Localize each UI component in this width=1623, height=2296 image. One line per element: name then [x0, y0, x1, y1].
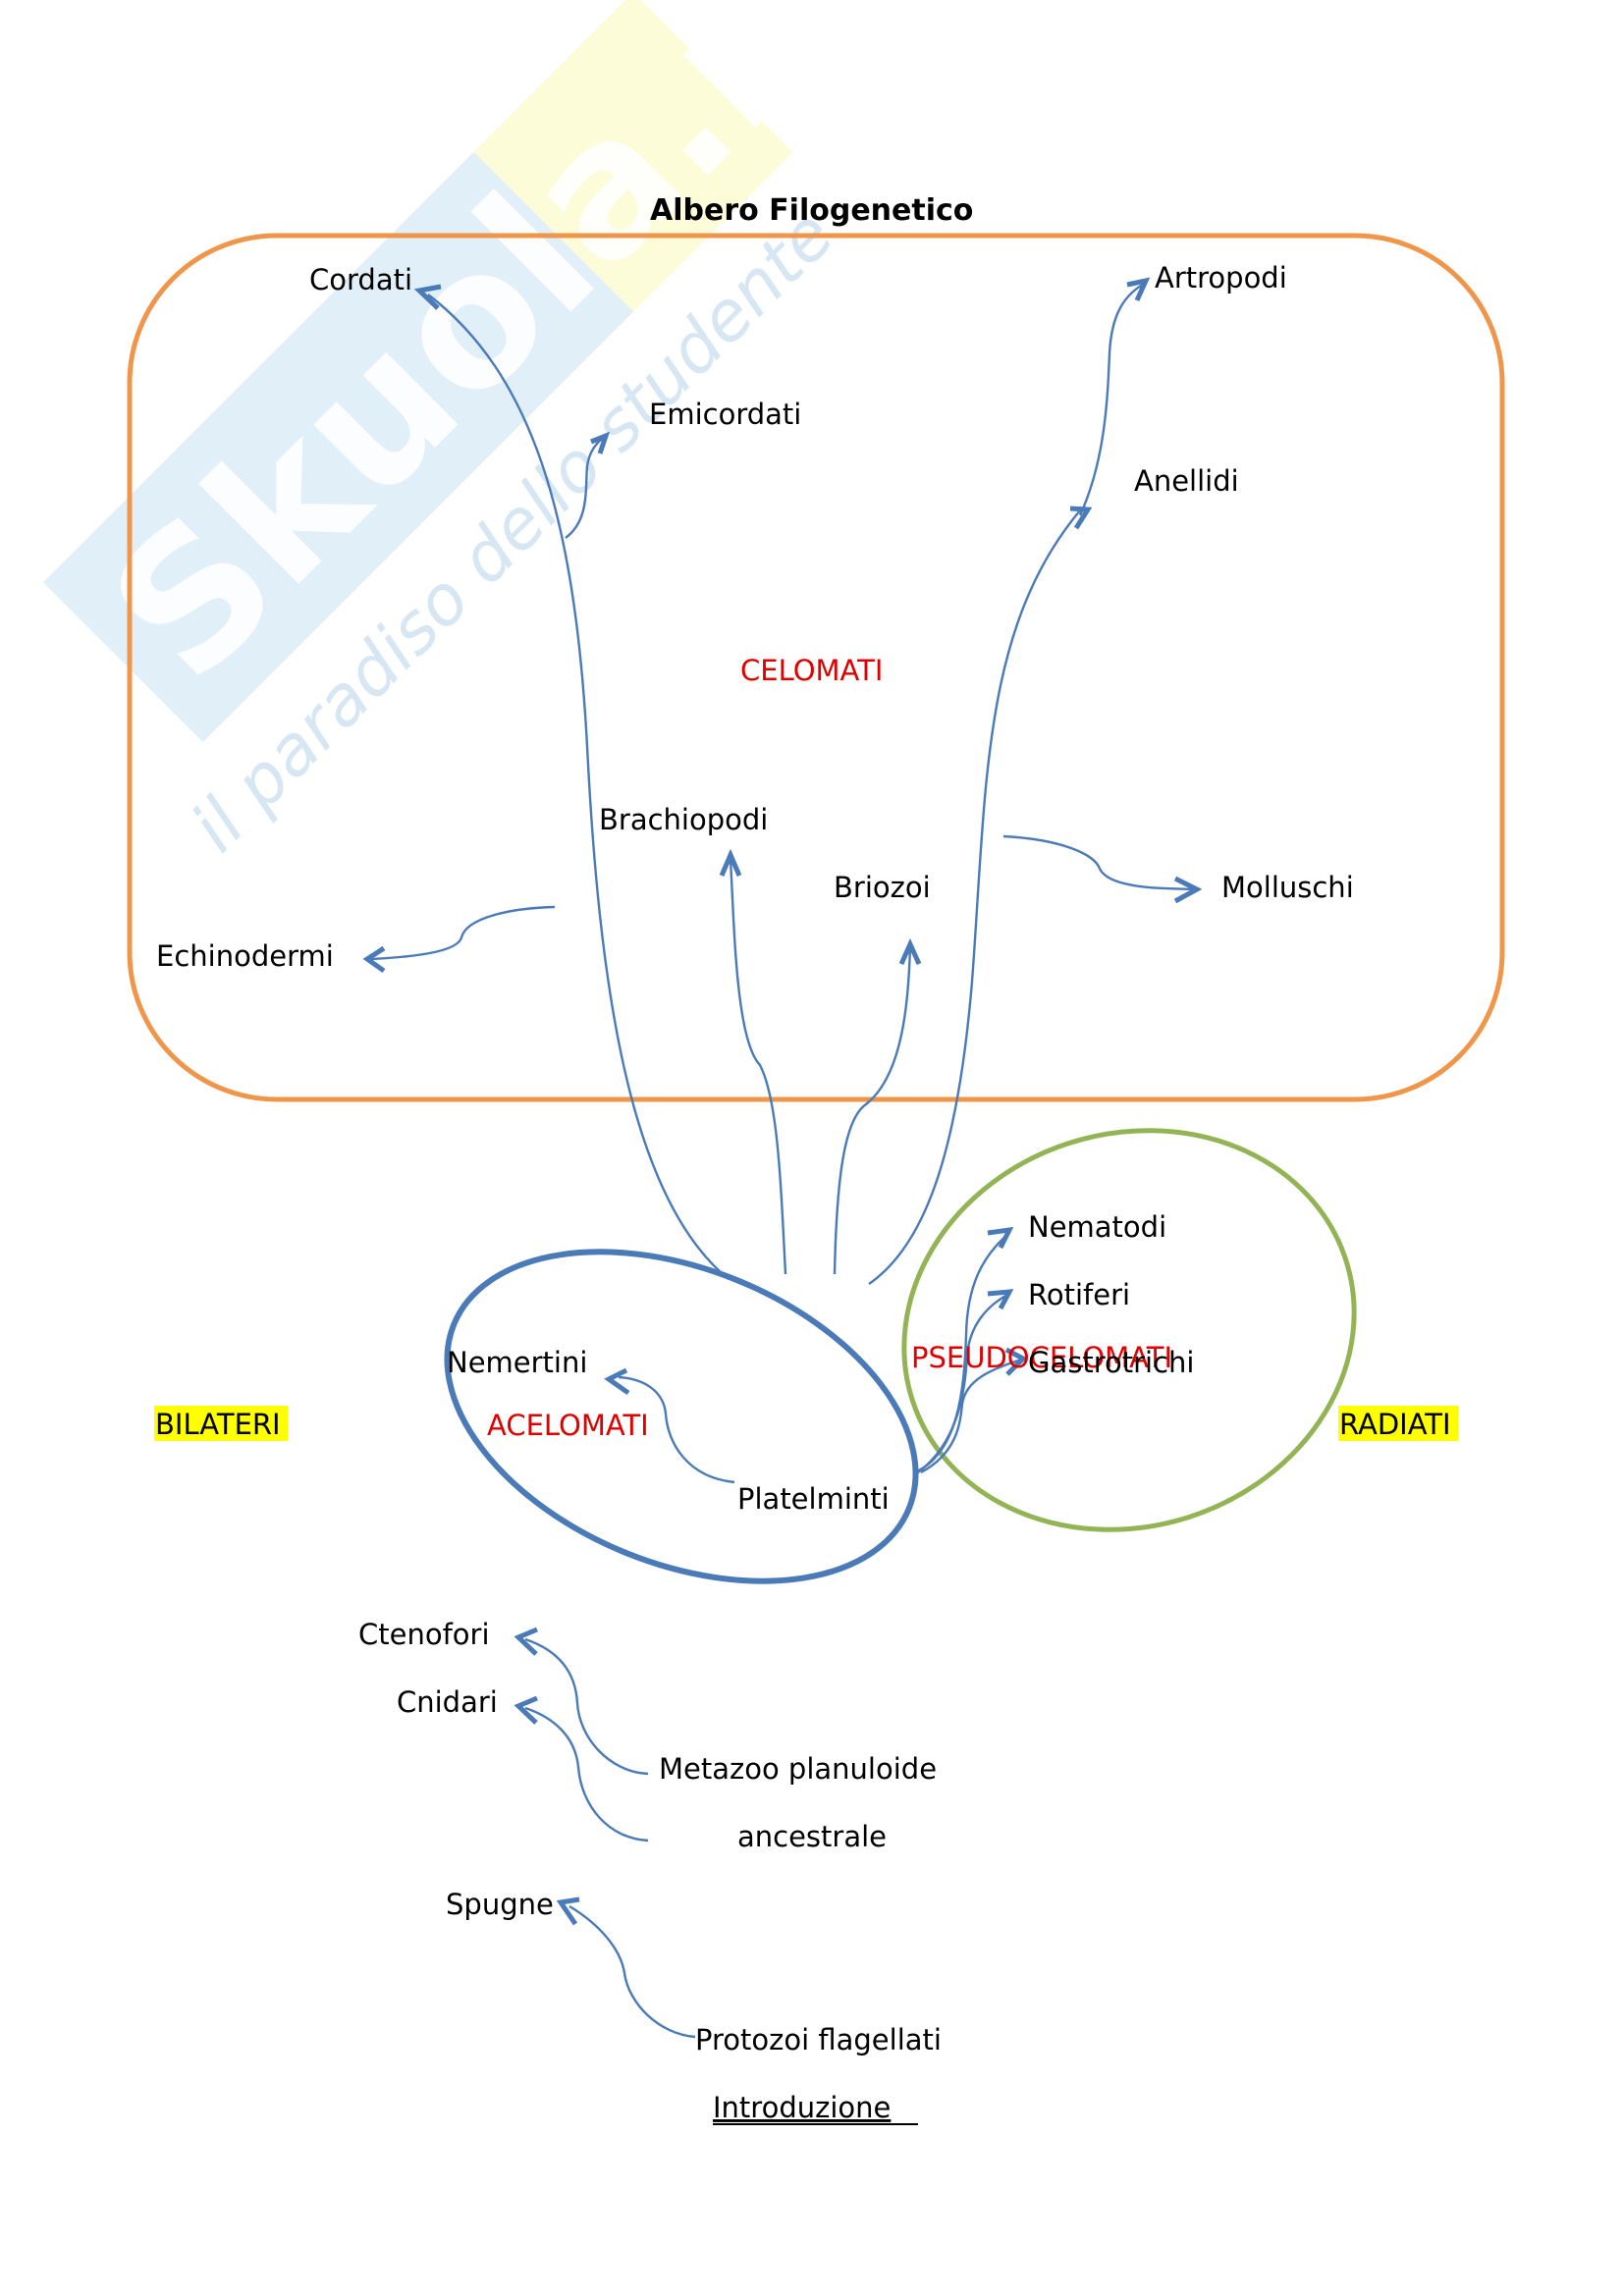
branches — [362, 277, 1203, 2039]
arrowhead-cnidari — [514, 1695, 538, 1725]
introduzione-link[interactable]: Introduzione — [713, 2091, 891, 2124]
group-label-celomati: CELOMATI — [740, 654, 883, 687]
radiati-text: RADIATI — [1339, 1408, 1451, 1441]
highlight-bilateri — [154, 1406, 288, 1441]
group-label-pseudocelomati: PSEUDOCELOMATI — [911, 1341, 1172, 1374]
taxon-metazoo-line1: Metazoo planuloide — [659, 1752, 937, 1786]
branch-rotiferi — [917, 1292, 1010, 1473]
page-title: Albero Filogenetico — [650, 193, 973, 228]
taxon-nemertini: Nemertini — [447, 1346, 587, 1379]
taxon-metazoo-line2: ancestrale — [737, 1820, 887, 1853]
branch-artropodi — [1078, 281, 1147, 516]
taxon-brachiopodi: Brachiopodi — [599, 803, 768, 836]
celomati-box — [127, 233, 1505, 1102]
arrowhead-emicordati — [590, 431, 611, 454]
arrowhead-gastrotrichi — [1004, 1347, 1028, 1376]
taxon-protozoi: Protozoi flagellati — [695, 2023, 942, 2056]
acelomati-ellipse — [444, 1249, 919, 1584]
branch-brachiopodi — [729, 858, 787, 1275]
group-label-acelomati: ACELOMATI — [487, 1409, 649, 1442]
arrowhead-rotiferi — [987, 1289, 1014, 1310]
arrowhead-nemertini — [604, 1367, 630, 1396]
taxon-nematodi: Nematodi — [1028, 1210, 1166, 1244]
bilateri-text: BILATERI — [155, 1408, 281, 1441]
branch-echinodermi — [370, 905, 556, 961]
arrowhead-anellidi — [1069, 506, 1093, 530]
taxon-cordati: Cordati — [309, 263, 412, 296]
arrowhead-artropodi — [1126, 277, 1151, 302]
taxon-briozoi: Briozoi — [834, 871, 931, 904]
arrowhead-brachiopodi — [719, 848, 742, 877]
branch-emicordati — [565, 435, 606, 539]
taxon-platelminti: Platelminti — [737, 1482, 890, 1516]
branch-briozoi — [833, 946, 912, 1275]
highlight-radiati — [1338, 1406, 1458, 1441]
taxon-anellidi: Anellidi — [1134, 464, 1239, 498]
arrowhead-cordati — [413, 284, 442, 310]
taxon-spugne: Spugne — [446, 1888, 554, 1921]
branch-anellidi — [868, 509, 1081, 1285]
branch-cnidari — [524, 1706, 649, 1842]
watermark-brand: Skuola.net — [71, 0, 1022, 721]
arrowhead-nematodi — [987, 1226, 1014, 1250]
branch-ctenofori — [524, 1637, 649, 1776]
watermark-banner-blue — [43, 151, 634, 742]
branch-spugne — [568, 1904, 696, 2039]
taxon-ctenofori: Ctenofori — [358, 1618, 490, 1651]
arrowhead-echinodermi — [362, 945, 386, 974]
arrowhead-molluschi — [1173, 876, 1203, 904]
watermark: Skuola.net il paradiso dello studente — [43, 0, 1022, 868]
taxon-artropodi: Artropodi — [1155, 261, 1287, 294]
taxon-emicordati: Emicordati — [649, 398, 801, 431]
arrowhead-briozoi — [898, 937, 922, 966]
branch-molluschi — [1002, 834, 1197, 891]
taxon-molluschi: Molluschi — [1221, 871, 1354, 904]
taxon-rotiferi: Rotiferi — [1028, 1278, 1130, 1311]
arrowhead-spugne — [556, 1896, 580, 1926]
group-label-radiati: RADIATI — [1338, 1406, 1458, 1441]
group-label-bilateri: BILATERI — [154, 1406, 288, 1441]
taxon-echinodermi: Echinodermi — [156, 939, 334, 973]
branch-cordati — [427, 294, 730, 1280]
pseudocelomati-ellipse — [901, 1128, 1357, 1532]
arrowhead-ctenofori — [514, 1627, 538, 1656]
branch-gastrotrichi — [920, 1358, 1022, 1474]
taxon-gastrotrichi: Gastrotrichi — [1028, 1346, 1194, 1379]
watermark-banner-yellow — [473, 0, 793, 312]
taxon-cnidari: Cnidari — [397, 1685, 498, 1719]
branch-nemertini — [618, 1375, 735, 1484]
